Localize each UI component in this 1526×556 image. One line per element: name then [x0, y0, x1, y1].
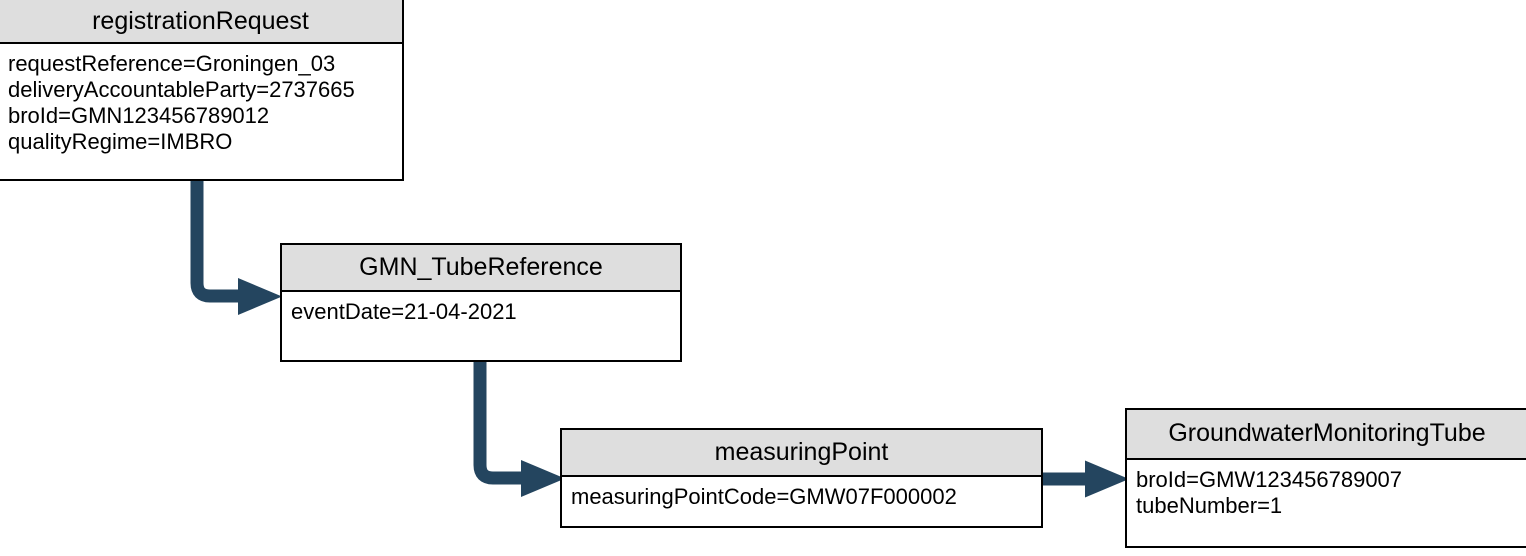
uml-box-gmn-tubereference: GMN_TubeReference eventDate=21-04-2021: [280, 243, 682, 362]
connector-gmn-tubereference-to-measuring-point: [462, 360, 572, 497]
connector-1-line: [190, 178, 242, 303]
attribute-line: requestReference=Groningen_03: [8, 51, 336, 76]
connector-registration-request-to-gmn-tubereference: [180, 178, 290, 315]
connector-measuring-point-to-groundwater-monitoring-tube: [1041, 458, 1133, 500]
attribute-line: broId=GMW123456789007: [1136, 467, 1403, 492]
uml-box-attributes-groundwater-monitoring-tube: broId=GMW123456789007 tubeNumber=1: [1127, 460, 1526, 546]
uml-box-title-measuring-point: measuringPoint: [562, 430, 1041, 477]
uml-box-attributes-registration-request: requestReference=Groningen_03 deliveryAc…: [0, 44, 402, 179]
uml-box-attributes-measuring-point: measuringPointCode=GMW07F000002: [562, 477, 1041, 526]
attribute-line: tubeNumber=1: [1136, 493, 1283, 518]
connector-2-arrowhead: [521, 460, 565, 497]
connector-1-arrowhead: [238, 278, 282, 315]
attribute-line: broId=GMN123456789012: [8, 103, 270, 128]
uml-box-title-registration-request: registrationRequest: [0, 0, 402, 44]
attribute-line: eventDate=21-04-2021: [291, 299, 517, 324]
attribute-line: measuringPointCode=GMW07F000002: [571, 484, 957, 509]
uml-box-groundwater-monitoring-tube: GroundwaterMonitoringTube broId=GMW12345…: [1125, 408, 1526, 548]
connector-2-line: [473, 360, 525, 485]
uml-box-title-gmn-tubereference: GMN_TubeReference: [282, 245, 680, 292]
uml-box-measuring-point: measuringPoint measuringPointCode=GMW07F…: [560, 428, 1043, 528]
attribute-line: qualityRegime=IMBRO: [8, 129, 233, 154]
uml-box-registration-request: registrationRequest requestReference=Gro…: [0, 0, 404, 181]
uml-box-title-groundwater-monitoring-tube: GroundwaterMonitoringTube: [1127, 410, 1526, 460]
connector-3-arrowhead: [1085, 460, 1129, 498]
attribute-line: deliveryAccountableParty=2737665: [8, 77, 355, 102]
uml-box-attributes-gmn-tubereference: eventDate=21-04-2021: [282, 292, 680, 360]
